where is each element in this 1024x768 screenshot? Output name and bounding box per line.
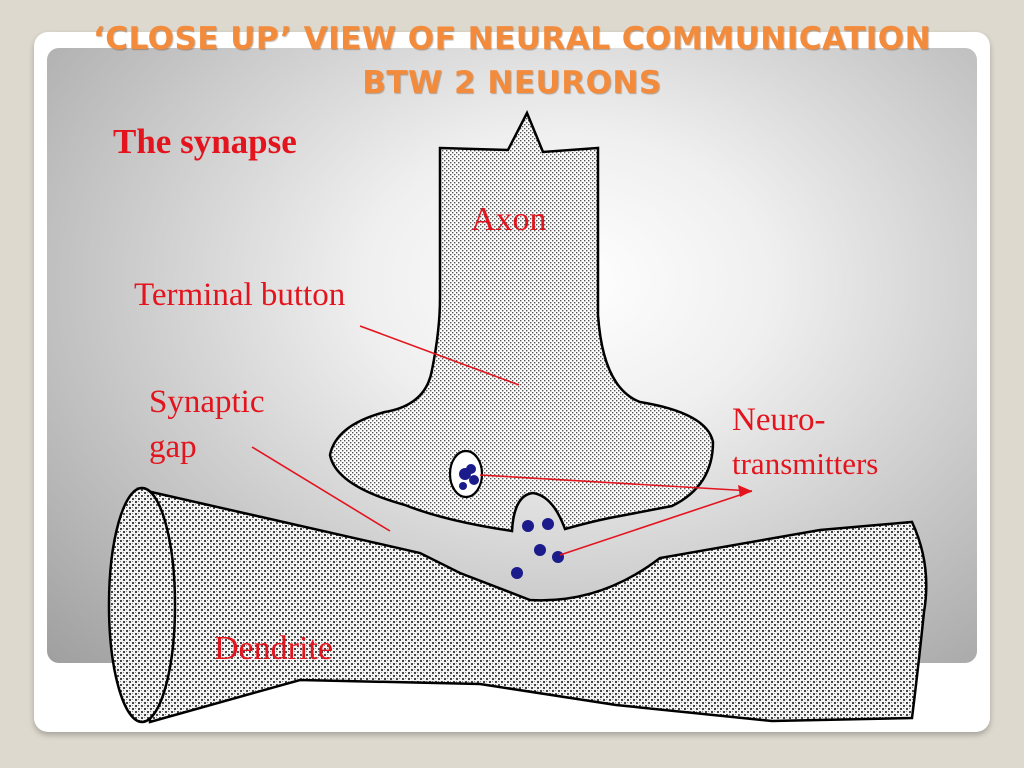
neurotransmitters-label-line2: transmitters: [732, 446, 878, 481]
terminal-button-label: Terminal button: [134, 277, 345, 313]
neurotransmitters-label-line1: Neuro-: [732, 402, 825, 438]
released-neurotransmitters: [511, 518, 564, 579]
axon-shape: [328, 110, 715, 533]
slide-title-line2: BTW 2 NEURONS: [362, 65, 662, 101]
vesicle-neurotransmitters: [459, 464, 479, 490]
synaptic-gap-label-line2: gap: [149, 429, 197, 465]
dendrite-label: Dendrite: [214, 630, 333, 667]
diagram-heading: The synapse: [113, 122, 297, 161]
slide-title-line1: ‘CLOSE UP’ VIEW OF NEURAL COMMUNICATION: [92, 21, 932, 57]
pointer-lines: [251, 325, 753, 556]
dendrite-shape: [136, 487, 928, 724]
arrowhead: [738, 485, 752, 497]
axon-label: Axon: [471, 201, 547, 238]
synaptic-gap-label-line1: Synaptic: [149, 384, 264, 420]
dendrite-end: [107, 486, 177, 724]
